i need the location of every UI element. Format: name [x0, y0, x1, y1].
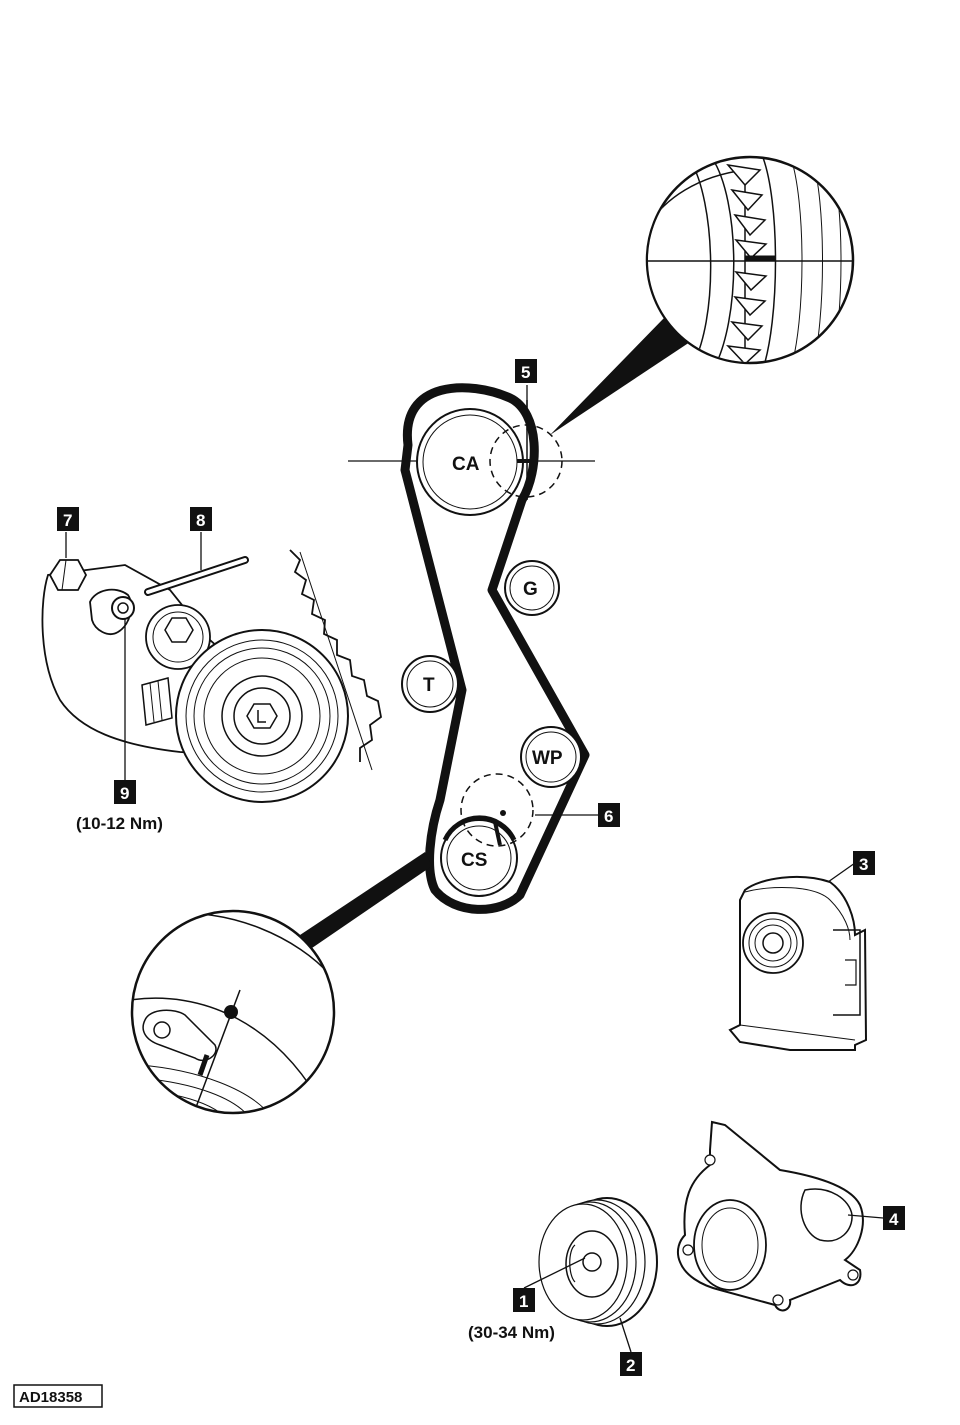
callout-badge-3: 3 — [853, 851, 875, 875]
water-pump-pulley — [520, 726, 582, 788]
water-pump-part — [676, 1120, 864, 1312]
crankshaft-timing-mark-circle — [460, 773, 534, 847]
leader-lines — [65, 385, 884, 1353]
tensioner-assembly-part — [728, 876, 868, 1051]
callout-badge-6: 6 — [598, 803, 620, 827]
crankshaft-pulley-label: CS — [461, 850, 487, 871]
reference-code-box — [13, 1384, 103, 1408]
callout-badge-9: 9 — [114, 780, 136, 804]
water-pump-pulley-label: WP — [532, 748, 563, 769]
timing-belt — [400, 383, 590, 914]
reference-code: AD18358 — [19, 1389, 82, 1406]
callout-badge-8: 8 — [190, 507, 212, 531]
callout-badge-1: 1 — [513, 1288, 535, 1312]
svg-text:7: 7 — [63, 511, 72, 530]
crank-pulley-bolt-torque: (30-34 Nm) — [468, 1323, 555, 1342]
tensioner-bolt-torque: (10-12 Nm) — [76, 814, 163, 833]
belt-routing: CA G T WP CS — [348, 383, 595, 914]
callout-badge-7: 7 — [57, 507, 79, 531]
crankshaft-mark-magnified — [130, 852, 432, 1115]
svg-text:2: 2 — [626, 1356, 635, 1375]
callouts: 5 6 7 8 9 3 4 1 2 — [57, 359, 905, 1376]
svg-text:3: 3 — [859, 855, 868, 874]
svg-text:9: 9 — [120, 784, 129, 803]
guide-pulley-label: G — [523, 579, 538, 600]
callout-badge-2: 2 — [620, 1352, 642, 1376]
callout-badge-4: 4 — [883, 1206, 905, 1230]
svg-text:5: 5 — [521, 363, 530, 382]
camshaft-mark-magnified — [550, 155, 855, 435]
crankshaft-timing-dot — [500, 810, 506, 816]
guide-pulley — [504, 560, 560, 616]
svg-text:4: 4 — [889, 1210, 899, 1229]
callout-badge-5: 5 — [515, 359, 537, 383]
svg-text:1: 1 — [519, 1292, 528, 1311]
camshaft-pulley-label: CA — [452, 454, 480, 475]
svg-text:6: 6 — [604, 807, 613, 826]
tensioner-detail — [41, 549, 382, 803]
svg-text:8: 8 — [196, 511, 205, 530]
tensioner-pulley-label: T — [423, 675, 435, 696]
tensioner-pulley — [401, 655, 459, 713]
crank-pulley-part — [538, 1197, 658, 1327]
camshaft-timing-mark-circle — [489, 424, 563, 498]
